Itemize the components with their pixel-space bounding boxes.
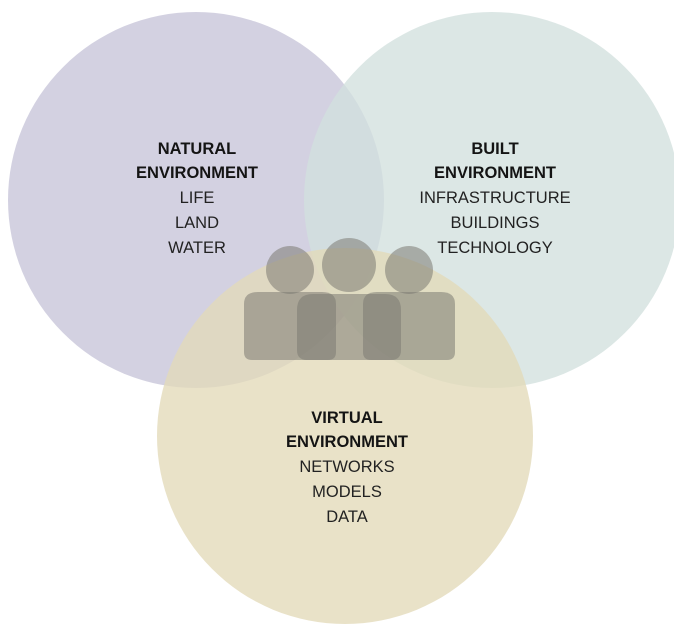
natural-title-line1: NATURAL: [158, 140, 237, 158]
built-title-line1: BUILT: [471, 140, 518, 158]
natural-item-life: LIFE: [180, 189, 215, 207]
built-title-line2: ENVIRONMENT: [434, 164, 556, 182]
virtual-title-line2: ENVIRONMENT: [286, 433, 408, 451]
natural-item-water: WATER: [168, 239, 226, 257]
group-of-people-icon: [244, 238, 455, 360]
built-item-buildings: BUILDINGS: [451, 214, 540, 232]
natural-title-line2: ENVIRONMENT: [136, 164, 258, 182]
built-item-infrastructure: INFRASTRUCTURE: [419, 189, 570, 207]
person-right-head-icon: [385, 246, 433, 294]
person-center-body-icon: [297, 294, 401, 360]
built-item-technology: TECHNOLOGY: [437, 239, 553, 257]
virtual-item-data: DATA: [326, 508, 368, 526]
person-left-head-icon: [266, 246, 314, 294]
virtual-title-line1: VIRTUAL: [311, 409, 383, 427]
virtual-item-models: MODELS: [312, 483, 382, 501]
person-center-head-icon: [322, 238, 376, 292]
natural-item-land: LAND: [175, 214, 219, 232]
virtual-item-networks: NETWORKS: [299, 458, 394, 476]
